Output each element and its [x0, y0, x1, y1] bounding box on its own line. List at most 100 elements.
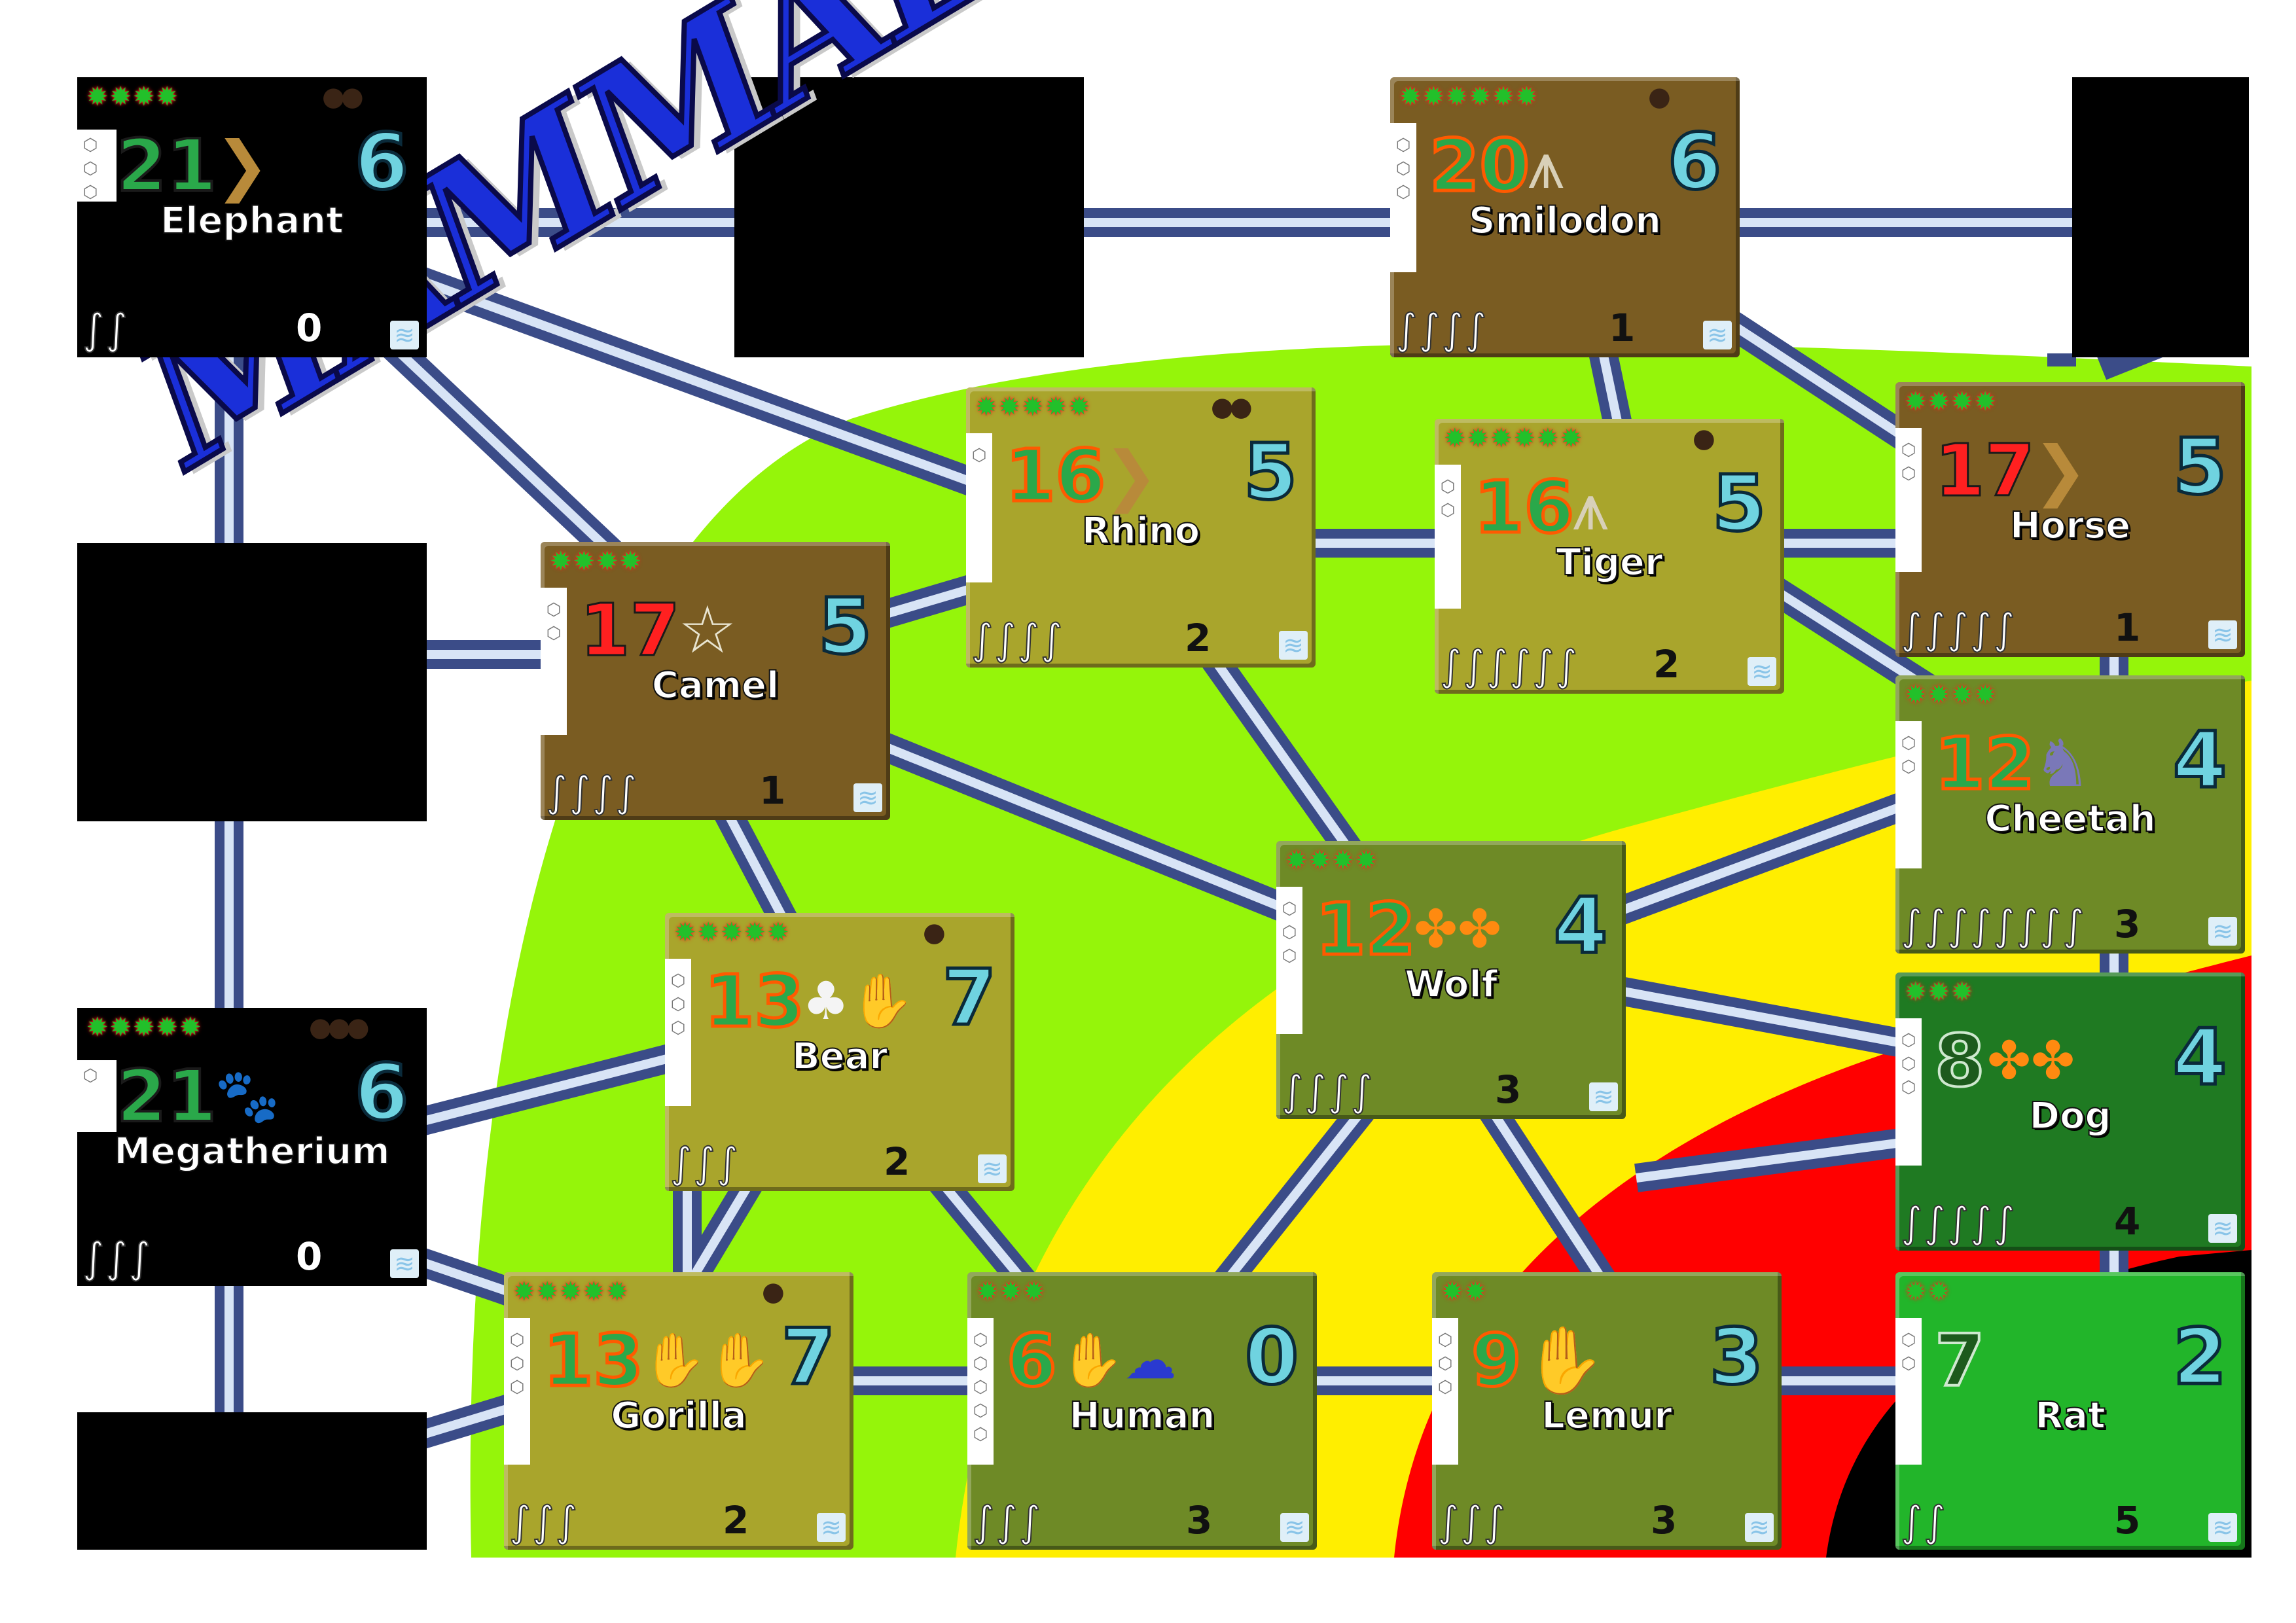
card-score: 7	[780, 1311, 836, 1402]
card-name: Tiger	[1555, 541, 1663, 584]
card-number: 7	[1933, 1319, 1986, 1402]
chevron-icon: ❯	[1103, 437, 1158, 514]
card-name: Elephant	[160, 200, 344, 242]
star-rating-icon: ✹✹✹✹✹	[86, 1012, 203, 1043]
footprint-icon: ∫∫∫∫	[971, 616, 1064, 664]
seed-icon: ●●●	[309, 1012, 370, 1043]
hand-cloud-icon: ✋☁	[1059, 1330, 1177, 1391]
card-name: Cheetah	[1984, 798, 2156, 840]
footprint-icon: ∫∫∫∫	[1281, 1067, 1374, 1116]
card-name: Human	[1069, 1395, 1216, 1437]
card-side-bar	[1895, 721, 1922, 868]
hex-marker-icon: ⬡	[670, 995, 686, 1014]
card-side-bar	[1432, 1318, 1458, 1465]
hex-marker-icon: ⬡	[973, 1354, 988, 1374]
card-score: 6	[353, 116, 410, 207]
hex-marker-icon: ⬡	[971, 446, 987, 465]
hex-marker-icon: ⬡	[546, 624, 562, 643]
star-rating-icon: ✹✹✹✹✹	[674, 918, 791, 948]
footprint-icon: ∫∫∫∫∫	[1900, 1199, 2017, 1247]
tree-hand-icon: ♣✋	[802, 971, 915, 1031]
hex-marker-icon: ⬡	[1901, 1031, 1916, 1050]
card-score: 5	[1242, 427, 1299, 517]
card-name: Rat	[2034, 1395, 2106, 1437]
star-rating-icon: ✹✹✹✹	[1905, 387, 1998, 417]
footprint-icon: ∫∫∫	[509, 1498, 579, 1546]
empty-tile	[77, 543, 427, 821]
hex-marker-icon: ⬡	[1395, 183, 1411, 202]
card-count: 0	[296, 1234, 323, 1279]
card-score: 6	[353, 1047, 410, 1137]
footprint-icon: ∫∫∫	[972, 1498, 1043, 1546]
card-score: 2	[2171, 1311, 2228, 1402]
card-number: 8	[1933, 1019, 1986, 1103]
water-icon: ≋	[853, 783, 882, 812]
card-name: Horse	[2009, 505, 2131, 547]
hex-marker-icon: ⬡	[670, 971, 686, 991]
star-rating-icon: ✹✹✹✹	[1285, 846, 1379, 876]
footprint-icon: ∫∫∫	[82, 1234, 152, 1283]
card-number: 16	[1472, 465, 1575, 549]
card-number: 13	[541, 1319, 645, 1402]
hex-marker-icon: ⬡	[82, 135, 98, 155]
hex-marker-icon: ⬡	[1437, 1378, 1453, 1397]
water-icon: ≋	[817, 1513, 846, 1542]
hex-marker-icon: ⬡	[1901, 734, 1916, 753]
star-rating-icon: ✹✹✹	[977, 1277, 1047, 1307]
seed-icon: ●	[1693, 423, 1715, 454]
card-name: Camel	[651, 664, 780, 707]
card-name: Lemur	[1541, 1395, 1673, 1437]
card-count: 1	[759, 768, 786, 813]
hands-icon: ✋✋	[641, 1330, 772, 1391]
card-score: 5	[1710, 458, 1767, 548]
card-count: 3	[1651, 1498, 1677, 1543]
water-icon: ≋	[2208, 917, 2237, 946]
card-number: 20	[1427, 124, 1531, 207]
footprint-icon: ∫∫∫∫∫∫	[1439, 642, 1579, 690]
hex-marker-icon: ⬡	[1901, 1054, 1916, 1074]
chevron-icon: ❯	[215, 127, 270, 204]
card-count: 0	[296, 306, 323, 350]
hex-marker-icon: ⬡	[509, 1354, 525, 1374]
hex-marker-icon: ⬡	[973, 1425, 988, 1444]
card-count: 2	[884, 1139, 910, 1184]
water-icon: ≋	[390, 321, 419, 349]
hex-marker-icon: ⬡	[1282, 946, 1297, 966]
card-name: Smilodon	[1468, 200, 1662, 242]
fangs-icon: ⩚	[1572, 469, 1609, 545]
footprint-icon: ∫∫∫∫	[1395, 306, 1488, 354]
footprint-icon: ∫∫∫∫	[545, 768, 639, 817]
star-rating-icon: ✹✹✹✹	[86, 82, 180, 112]
card-count: 2	[1653, 642, 1680, 687]
hex-marker-icon: ⬡	[1901, 1330, 1916, 1350]
seed-icon: ●	[762, 1277, 785, 1307]
water-icon: ≋	[1703, 321, 1732, 349]
hex-marker-icon: ⬡	[973, 1378, 988, 1397]
hex-marker-icon: ⬡	[1437, 1330, 1453, 1350]
card-side-bar	[541, 588, 567, 735]
card-count: 5	[2114, 1498, 2141, 1543]
star-rating-icon: ✹✹	[1905, 1277, 1952, 1307]
fangs-icon: ⩚	[1528, 127, 1565, 204]
paws-icon: ✤✤	[1987, 1030, 2075, 1091]
card-side-bar	[1895, 1318, 1922, 1465]
card-number: 16	[1003, 434, 1107, 518]
card-count: 1	[2114, 605, 2141, 650]
card-side-bar	[1895, 1018, 1922, 1166]
footprint-icon: ∫∫	[1900, 1498, 1947, 1546]
